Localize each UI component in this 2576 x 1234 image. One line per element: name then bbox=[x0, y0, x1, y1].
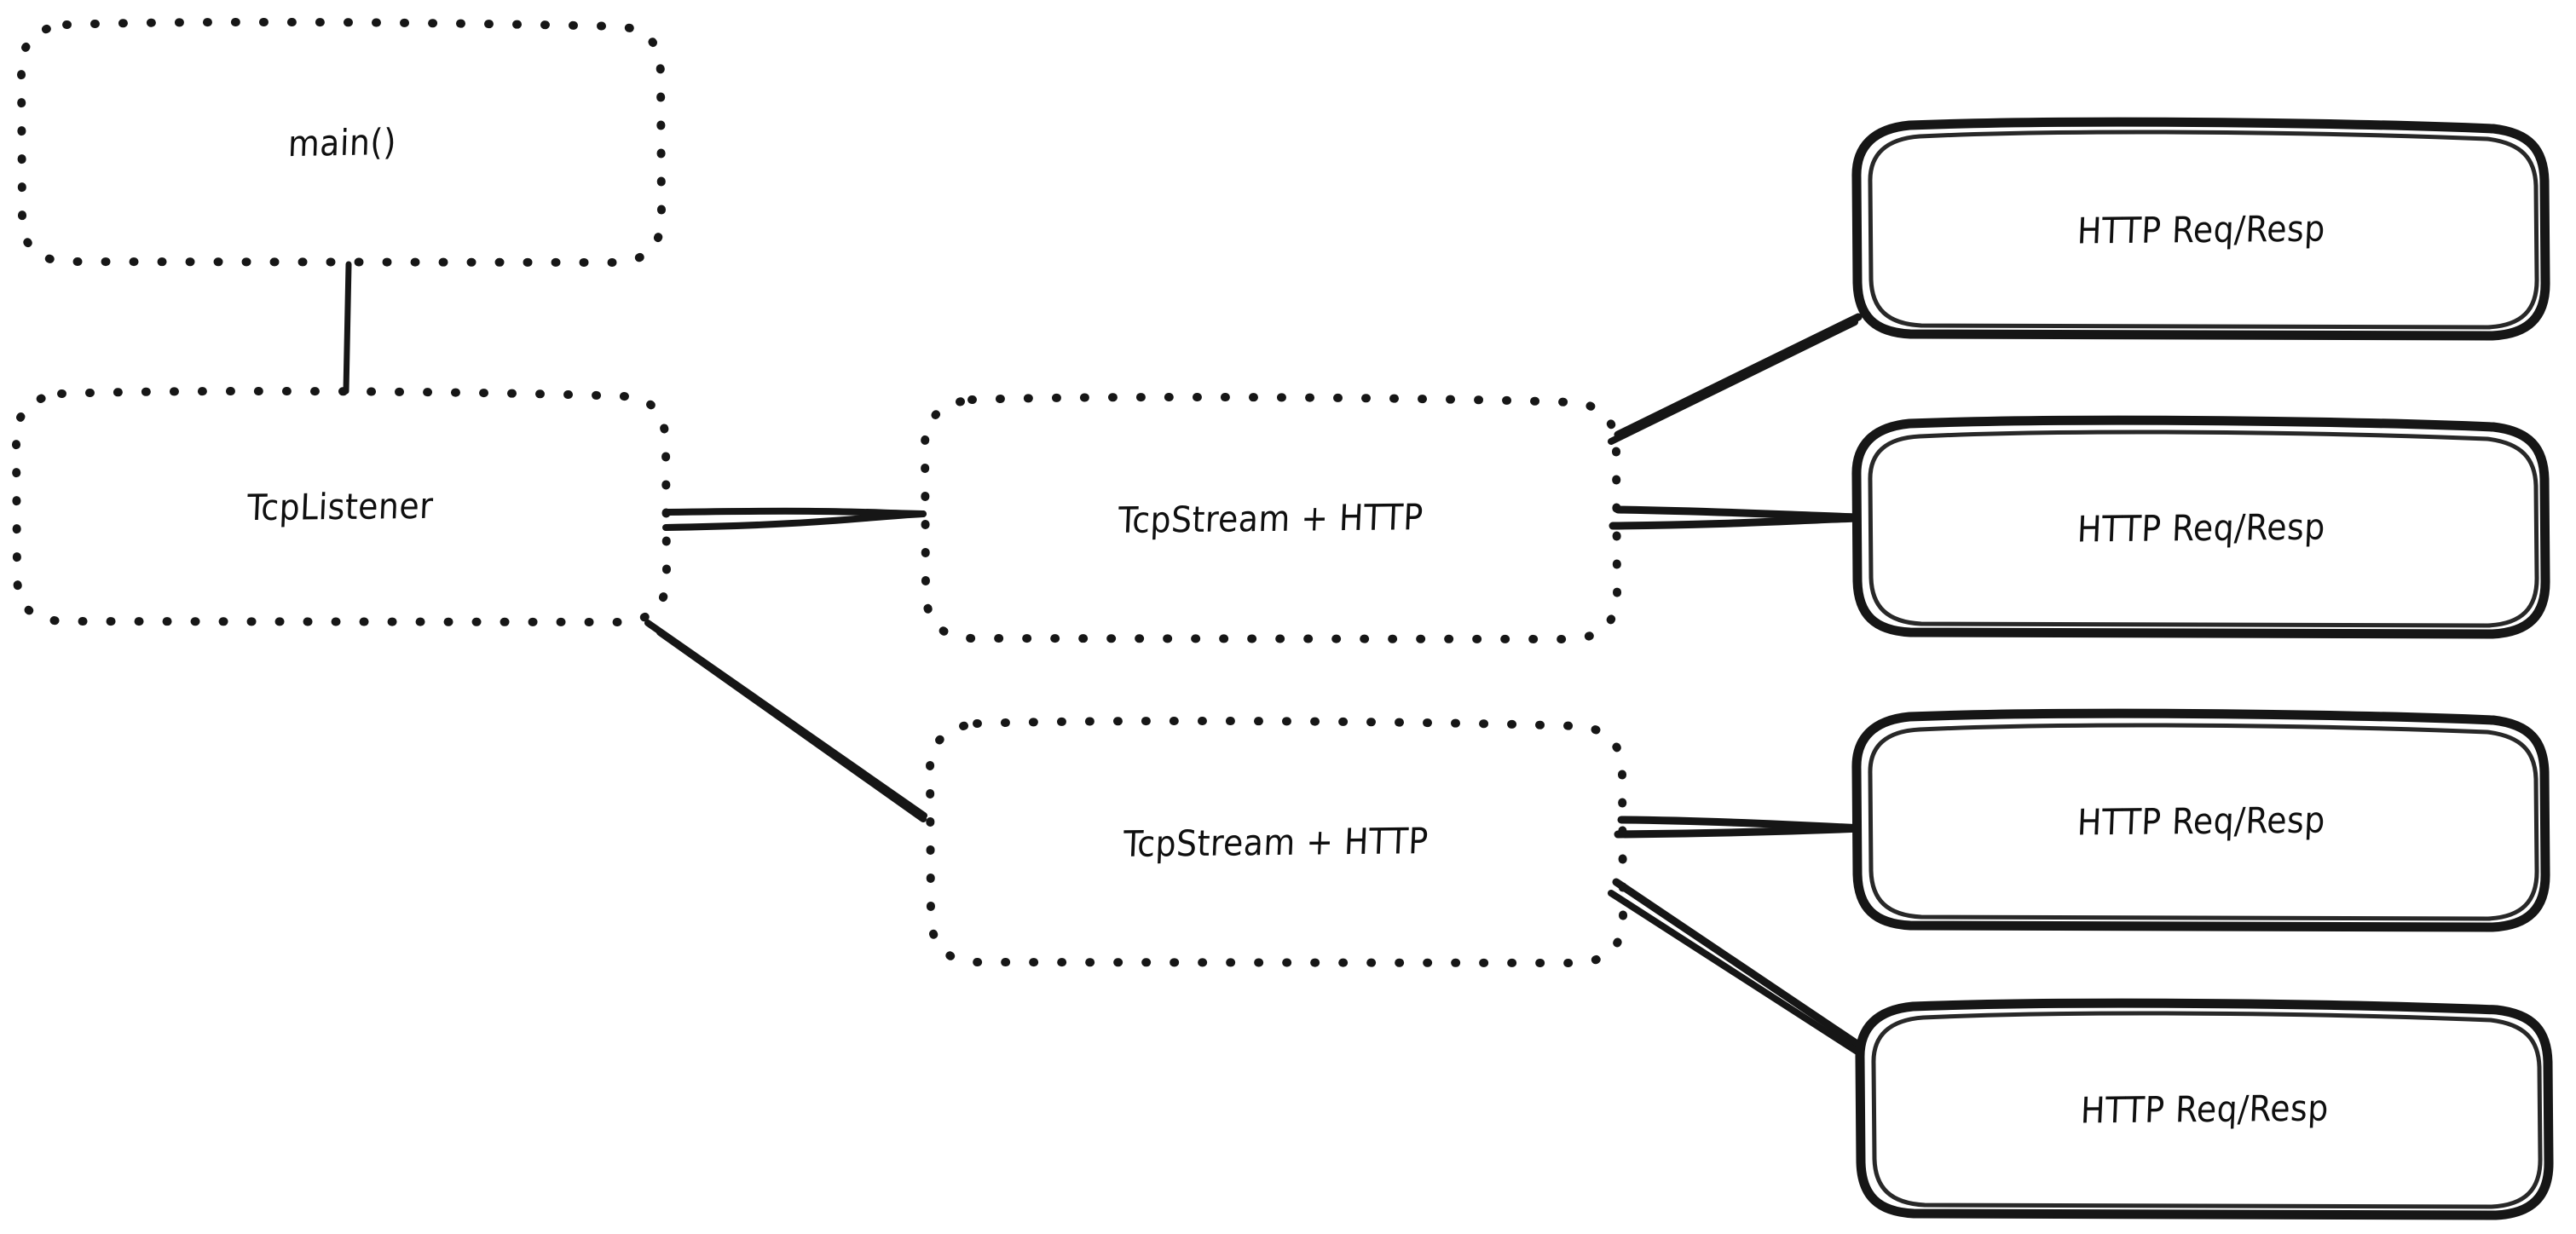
node-tcp-stream-1-label: TcpStream + HTTP bbox=[1118, 495, 1424, 541]
node-tcp-stream-1[interactable]: TcpStream + HTTP bbox=[925, 396, 1617, 640]
node-main-label: main() bbox=[286, 120, 397, 165]
edge-listener-to-stream1 bbox=[663, 507, 927, 517]
edge-listener-to-stream2-b bbox=[656, 629, 927, 822]
edge-stream1-to-http2 bbox=[1614, 505, 1863, 522]
edge-main-to-listener bbox=[343, 261, 352, 395]
node-main[interactable]: main() bbox=[21, 21, 662, 264]
node-http-4[interactable]: HTTP Req/Resp bbox=[1860, 1002, 2549, 1215]
edge-listener-to-stream2 bbox=[644, 620, 927, 819]
edge-stream1-to-http1 bbox=[1614, 313, 1863, 439]
edge-stream1-to-http1-b bbox=[1608, 319, 1858, 445]
node-http-3[interactable]: HTTP Req/Resp bbox=[1857, 712, 2545, 929]
node-tcp-stream-2-label: TcpStream + HTTP bbox=[1123, 819, 1430, 865]
node-http-4-label: HTTP Req/Resp bbox=[2079, 1086, 2330, 1132]
edge-stream1-to-http2-b bbox=[1609, 514, 1863, 530]
edge-stream2-to-http3 bbox=[1617, 816, 1866, 833]
node-http-1[interactable]: HTTP Req/Resp bbox=[1857, 121, 2545, 337]
node-http-1-label: HTTP Req/Resp bbox=[2076, 206, 2326, 252]
node-http-2-label: HTTP Req/Resp bbox=[2076, 505, 2326, 551]
node-tcp-listener[interactable]: TcpListener bbox=[15, 390, 665, 622]
edge-listener-to-stream1-b bbox=[662, 510, 927, 531]
node-tcp-listener-label: TcpListener bbox=[245, 484, 435, 528]
edge-stream2-to-http3-b bbox=[1614, 824, 1866, 839]
edge-stream2-to-http4-b bbox=[1608, 890, 1863, 1057]
node-http-3-label: HTTP Req/Resp bbox=[2076, 798, 2326, 844]
node-http-2[interactable]: HTTP Req/Resp bbox=[1857, 419, 2545, 636]
node-tcp-stream-2[interactable]: TcpStream + HTTP bbox=[929, 720, 1623, 964]
edge-stream2-to-http4 bbox=[1612, 878, 1868, 1052]
